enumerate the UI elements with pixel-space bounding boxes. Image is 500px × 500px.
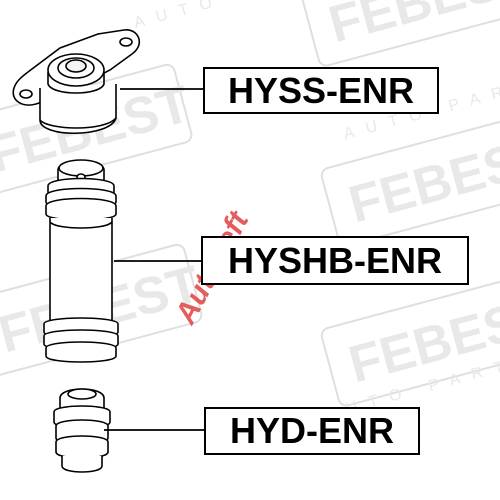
watermark-tagline: AUTO PARTS bbox=[132, 0, 349, 32]
strut-mount-drawing bbox=[12, 29, 141, 135]
bump-stop-drawing bbox=[53, 388, 111, 473]
watermark-brand: FEBEST bbox=[343, 125, 500, 234]
part-label-hyshb: HYSHB-ENR bbox=[201, 236, 469, 285]
protective-boot-drawing bbox=[43, 159, 119, 363]
leader-lines bbox=[104, 88, 204, 431]
part-label-hyd: HYD-ENR bbox=[204, 407, 420, 455]
part-label-hyss: HYSS-ENR bbox=[203, 67, 439, 114]
